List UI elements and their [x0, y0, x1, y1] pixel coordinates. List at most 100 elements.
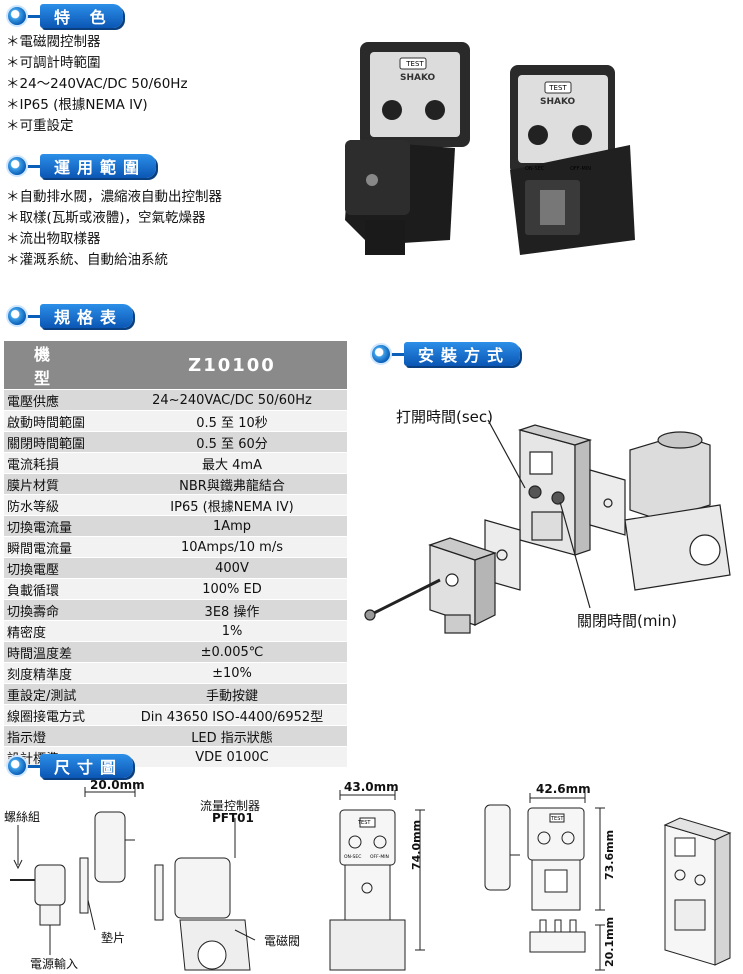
list-item: ＊自動排水閥，濃縮液自動出控制器 — [6, 189, 222, 205]
list-item: ＊24～240VAC/DC 50/60Hz — [6, 76, 188, 92]
spec-value: VDE 0100C — [117, 746, 347, 768]
list-item: ＊IP65 (根據NEMA IV) — [6, 97, 148, 113]
timer-unit-right — [510, 65, 635, 255]
dim-width-1: 20.0mm — [90, 778, 145, 792]
spec-value: IP65 (根據NEMA IV) — [117, 494, 347, 516]
spec-key: 啟動時間範圍 — [4, 410, 117, 432]
applications-banner: 運用範圍 — [6, 152, 157, 180]
test-label: TEST — [550, 816, 564, 822]
dimension-drawings: TEST ON-SEC OFF-MIN TEST — [10, 787, 732, 971]
spec-key: 防水等級 — [4, 494, 117, 516]
spec-value: 1% — [117, 620, 347, 642]
dimensions-title: 尺寸圖 — [40, 754, 134, 778]
header-model-value: Z10100 — [117, 341, 347, 390]
spec-key: 精密度 — [4, 620, 117, 642]
spec-value: 3E8 操作 — [117, 599, 347, 621]
spec-value: Din 43650 ISO-4400/6952型 — [117, 704, 347, 726]
installation-banner: 安裝方式 — [370, 340, 521, 368]
bullet-icon — [6, 5, 28, 27]
header-model-label: 機 型 — [4, 341, 117, 390]
solenoid-label: 電磁閥 — [264, 934, 301, 948]
spec-value: 24~240VAC/DC 50/60Hz — [117, 389, 347, 411]
spec-value: 手動按鍵 — [117, 683, 347, 705]
list-item: ＊可調計時範圍 — [6, 55, 101, 71]
spec-key: 切換壽命 — [4, 599, 117, 621]
spec-key: 負載循環 — [4, 578, 117, 600]
bullet-icon — [6, 755, 28, 777]
bullet-icon — [6, 305, 28, 327]
spec-value: 10Amps/10 m/s — [117, 536, 347, 558]
table-row: 刻度精準度±10% — [4, 662, 347, 684]
spec-value: ±10% — [117, 662, 347, 684]
spec-key: 電壓供應 — [4, 389, 117, 411]
product-photo: TEST SHAKO TEST SHAKO ON-SEC OFF-MIN — [345, 42, 635, 255]
features-title: 特 色 — [40, 4, 123, 28]
test-label: TEST — [405, 60, 424, 68]
spec-value: 100% ED — [117, 578, 347, 600]
spec-value: 0.5 至 60分 — [117, 431, 347, 453]
spec-key: 線圈接電方式 — [4, 704, 117, 726]
on-sec-label: ON-SEC — [525, 166, 545, 172]
spec-value: 1Amp — [117, 515, 347, 537]
spec-value: NBR與鐵弗龍結合 — [117, 473, 347, 495]
flow-controller-label: 流量控制器 — [200, 799, 261, 813]
pft-label: PFT01 — [212, 811, 254, 825]
dimensions-banner: 尺寸圖 — [6, 752, 134, 780]
dim-width-3: 42.6mm — [536, 782, 591, 796]
spec-key: 重設定/測試 — [4, 683, 117, 705]
timer-unit-left — [345, 42, 470, 255]
dim-width-2: 43.0mm — [344, 780, 399, 794]
brand-label: SHAKO — [540, 97, 576, 107]
open-time-label: 打開時間(sec) — [396, 408, 493, 426]
list-item: ＊流出物取樣器 — [6, 231, 101, 247]
close-time-label: 關閉時間(min) — [577, 612, 677, 630]
spec-key: 關閉時間範圍 — [4, 431, 117, 453]
table-row: 電流耗損最大 4mA — [4, 452, 347, 474]
screw-set-label: 螺絲組 — [4, 810, 41, 824]
table-row: 重設定/測試手動按鍵 — [4, 683, 347, 705]
off-min-label: OFF-MIN — [570, 166, 591, 172]
specs-banner: 規格表 — [6, 302, 134, 330]
spec-key: 電流耗損 — [4, 452, 117, 474]
spec-value: 0.5 至 10秒 — [117, 410, 347, 432]
table-header: 機 型 Z10100 — [4, 341, 347, 390]
application-list: ＊自動排水閥，濃縮液自動出控制器 ＊取樣(瓦斯或液體)，空氣乾燥器 ＊流出物取樣… — [6, 187, 222, 271]
feature-list: ＊電磁閥控制器 ＊可調計時範圍 ＊24～240VAC/DC 50/60Hz ＊I… — [6, 32, 188, 137]
bullet-icon — [6, 155, 28, 177]
on-sec-label: ON-SEC — [344, 854, 361, 860]
features-banner: 特 色 — [6, 2, 123, 30]
installation-diagram — [364, 419, 731, 634]
applications-title: 運用範圍 — [40, 154, 157, 178]
brand-label: SHAKO — [400, 73, 436, 83]
off-sec-label: OFF-MIN — [370, 854, 389, 860]
installation-title: 安裝方式 — [404, 342, 521, 366]
spec-value: 最大 4mA — [117, 452, 347, 474]
list-item: ＊取樣(瓦斯或液體)，空氣乾燥器 — [6, 210, 206, 226]
list-item: ＊電磁閥控制器 — [6, 34, 101, 50]
spec-key: 切換電流量 — [4, 515, 117, 537]
spec-key: 時間溫度差 — [4, 641, 117, 663]
spec-key: 切換電壓 — [4, 557, 117, 579]
specs-title: 規格表 — [40, 304, 134, 328]
bullet-icon — [370, 343, 392, 365]
spec-key: 指示燈 — [4, 725, 117, 747]
spec-key: 刻度精準度 — [4, 662, 117, 684]
power-input-label: 電源輸入 — [30, 957, 79, 971]
test-label: TEST — [357, 820, 371, 826]
spec-key: 瞬間電流量 — [4, 536, 117, 558]
test-label: TEST — [548, 84, 567, 92]
